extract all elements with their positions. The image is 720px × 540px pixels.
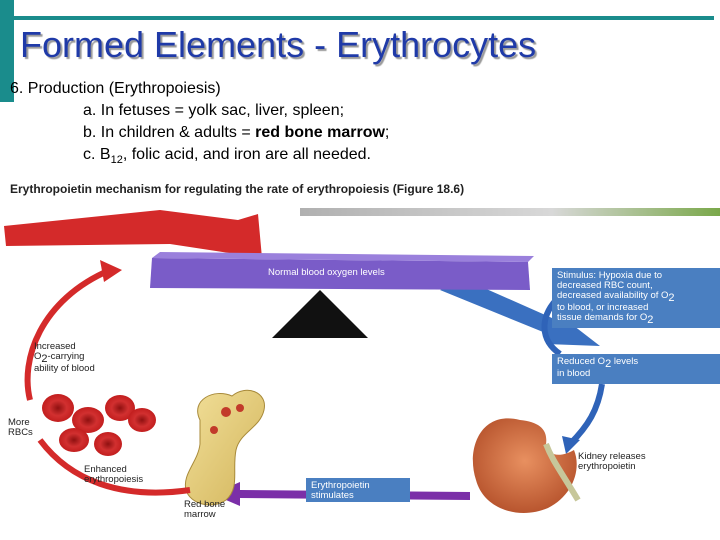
- marrow-spot: [221, 407, 231, 417]
- rbc-icon: [105, 395, 135, 421]
- list-item-text-end: , folic acid, and iron are all needed.: [122, 146, 371, 163]
- reduced-oxygen-box: Reduced O2 levels in blood: [552, 354, 720, 384]
- arrowhead-icon: [562, 436, 580, 454]
- red-arrow-left: [24, 267, 112, 401]
- fulcrum-icon: [272, 290, 368, 338]
- balance-beam: [150, 258, 530, 290]
- marrow-spot: [210, 426, 218, 434]
- stimulus-box: Stimulus: Hypoxia due to decreased RBC c…: [552, 268, 720, 328]
- subscript: 12: [110, 154, 123, 167]
- reduced-line: in blood: [557, 367, 591, 379]
- list-item-b: b. In children & adults = red bone marro…: [10, 122, 389, 144]
- rbc-icon: [128, 408, 156, 432]
- title-top-rule: [14, 16, 714, 20]
- reduced-line: Reduced O2 levels: [557, 356, 639, 370]
- erythropoietin-box: Erythropoietin stimulates: [306, 478, 410, 502]
- kidney-icon: [472, 418, 577, 513]
- body-text: 6. Production (Erythropoiesis) a. In fet…: [10, 78, 389, 171]
- header-rule: [300, 208, 720, 216]
- ureter-icon: [543, 442, 581, 502]
- red-arrow-bone: [37, 438, 191, 496]
- blue-arrow-beam: [440, 280, 600, 346]
- list-marker: c.: [83, 146, 96, 163]
- marrow-spot: [236, 404, 244, 412]
- rbc-icon: [42, 394, 74, 422]
- stimulus-line: decreased availability of O2: [557, 290, 675, 304]
- increased-capacity-label: Increased O2-carrying ability of blood: [34, 341, 95, 374]
- figure-header: Erythropoietin mechanism for regulating …: [10, 182, 465, 196]
- stimulus-line: decreased RBC count,: [557, 280, 653, 291]
- blue-arrow-reduced: [567, 383, 605, 447]
- normal-oxygen-label: Normal blood oxygen levels: [268, 267, 385, 278]
- list-item-text: B: [99, 146, 111, 163]
- list-item-text-end: ;: [384, 124, 390, 141]
- kidney-label: Kidney releases erythropoietin: [578, 451, 646, 472]
- enhanced-erythropoiesis-label: Enhanced erythropoiesis: [84, 464, 144, 485]
- list-marker: a.: [83, 102, 97, 119]
- list-item-c: c. B12, folic acid, and iron are all nee…: [10, 144, 389, 171]
- red-bone-marrow-label: Red bone marrow: [184, 499, 226, 520]
- stimulus-line: tissue demands for O2: [557, 311, 654, 326]
- more-rbcs-label: More RBCs: [8, 417, 33, 438]
- beam-top-face: [152, 252, 534, 262]
- intro-line: 6. Production (Erythropoiesis): [10, 80, 221, 97]
- arrowhead-icon: [100, 260, 122, 282]
- list-item-a: a. In fetuses = yolk sac, liver, spleen;: [10, 100, 389, 122]
- slide-title: Formed Elements - Erythrocytes: [20, 24, 537, 65]
- rbc-icon: [94, 432, 122, 456]
- red-arrow-top: [4, 210, 262, 258]
- stimulus-line: Stimulus: Hypoxia due to: [557, 270, 663, 281]
- list-item-text: In fetuses = yolk sac, liver, spleen;: [100, 102, 345, 119]
- stimulus-line: to blood, or increased: [557, 301, 649, 313]
- list-item-bold-text: red bone marrow: [255, 124, 385, 141]
- list-marker: b.: [83, 124, 97, 141]
- list-item-text: In children & adults =: [100, 124, 256, 141]
- title-accent-bar: [0, 0, 14, 102]
- rbc-icon: [72, 407, 104, 433]
- rbc-icon: [59, 428, 89, 452]
